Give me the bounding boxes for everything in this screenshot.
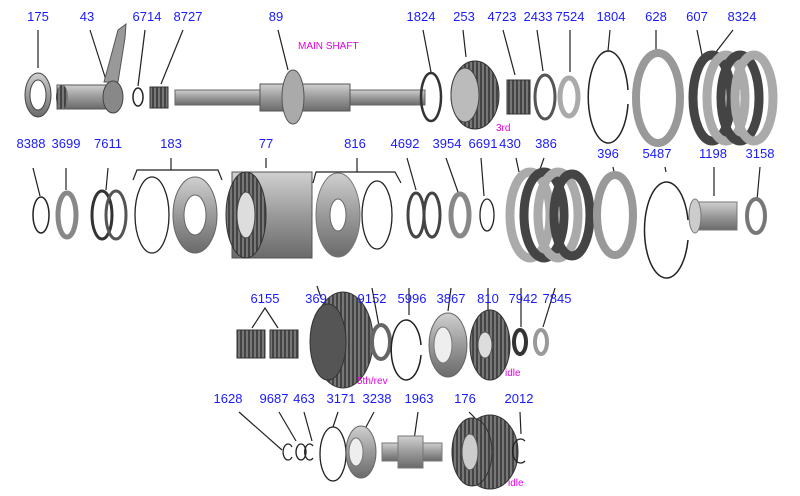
part-label-3954[interactable]: 3954 [432,136,462,151]
part-label-386[interactable]: 386 [535,136,557,151]
part-label-1824[interactable]: 1824 [406,9,436,24]
part-label-6691[interactable]: 6691 [468,136,498,151]
part-label-628[interactable]: 628 [645,9,667,24]
part-label-253[interactable]: 253 [453,9,475,24]
row4-parts [282,414,526,490]
third-gear-note: 3rd [496,123,511,134]
idle-note-810: idle [505,368,521,379]
part-label-8388[interactable]: 8388 [16,136,46,151]
main-shaft-note: MAIN SHAFT [298,41,359,52]
part-label-3699[interactable]: 3699 [51,136,81,151]
idle-note-176: idle [508,478,524,489]
part-label-1804[interactable]: 1804 [596,9,626,24]
part-label-5487[interactable]: 5487 [642,146,672,161]
part-label-4723[interactable]: 4723 [487,9,517,24]
part-label-7942[interactable]: 7942 [508,291,538,306]
part-label-430[interactable]: 430 [499,136,521,151]
part-label-3158[interactable]: 3158 [745,146,775,161]
part-label-1628[interactable]: 1628 [213,391,243,406]
part-label-7524[interactable]: 7524 [555,9,585,24]
part-label-8727[interactable]: 8727 [173,9,203,24]
part-label-9687[interactable]: 9687 [259,391,289,406]
part-label-7845[interactable]: 7845 [542,291,572,306]
part-label-810[interactable]: 810 [477,291,499,306]
row2-parts [32,167,767,279]
part-label-2433[interactable]: 2433 [523,9,553,24]
fifth-rev-note: 5th/rev [357,376,388,387]
part-label-3238[interactable]: 3238 [362,391,392,406]
part-label-8324[interactable]: 8324 [727,9,757,24]
part-label-6714[interactable]: 6714 [132,9,162,24]
part-label-369[interactable]: 369 [305,291,327,306]
leader-lines [32,29,761,451]
part-label-175[interactable]: 175 [27,9,49,24]
row1-parts [24,22,778,147]
part-label-9152[interactable]: 9152 [357,291,387,306]
part-label-2012[interactable]: 2012 [504,391,534,406]
part-label-7611[interactable]: 7611 [94,136,122,151]
part-label-4692[interactable]: 4692 [390,136,420,151]
part-label-1198[interactable]: 1198 [699,146,727,161]
part-label-6155[interactable]: 6155 [250,291,280,306]
part-label-463[interactable]: 463 [293,391,315,406]
part-label-3171[interactable]: 3171 [326,391,356,406]
part-label-1963[interactable]: 1963 [404,391,434,406]
row3-parts [236,291,549,389]
part-label-816[interactable]: 816 [344,136,366,151]
part-label-77[interactable]: 77 [258,136,274,151]
part-label-396[interactable]: 396 [597,146,619,161]
part-label-43[interactable]: 43 [79,9,95,24]
part-label-3867[interactable]: 3867 [436,291,466,306]
part-label-176[interactable]: 176 [454,391,476,406]
part-label-5996[interactable]: 5996 [397,291,427,306]
part-label-89[interactable]: 89 [268,9,284,24]
part-label-607[interactable]: 607 [686,9,708,24]
part-label-183[interactable]: 183 [160,136,182,151]
